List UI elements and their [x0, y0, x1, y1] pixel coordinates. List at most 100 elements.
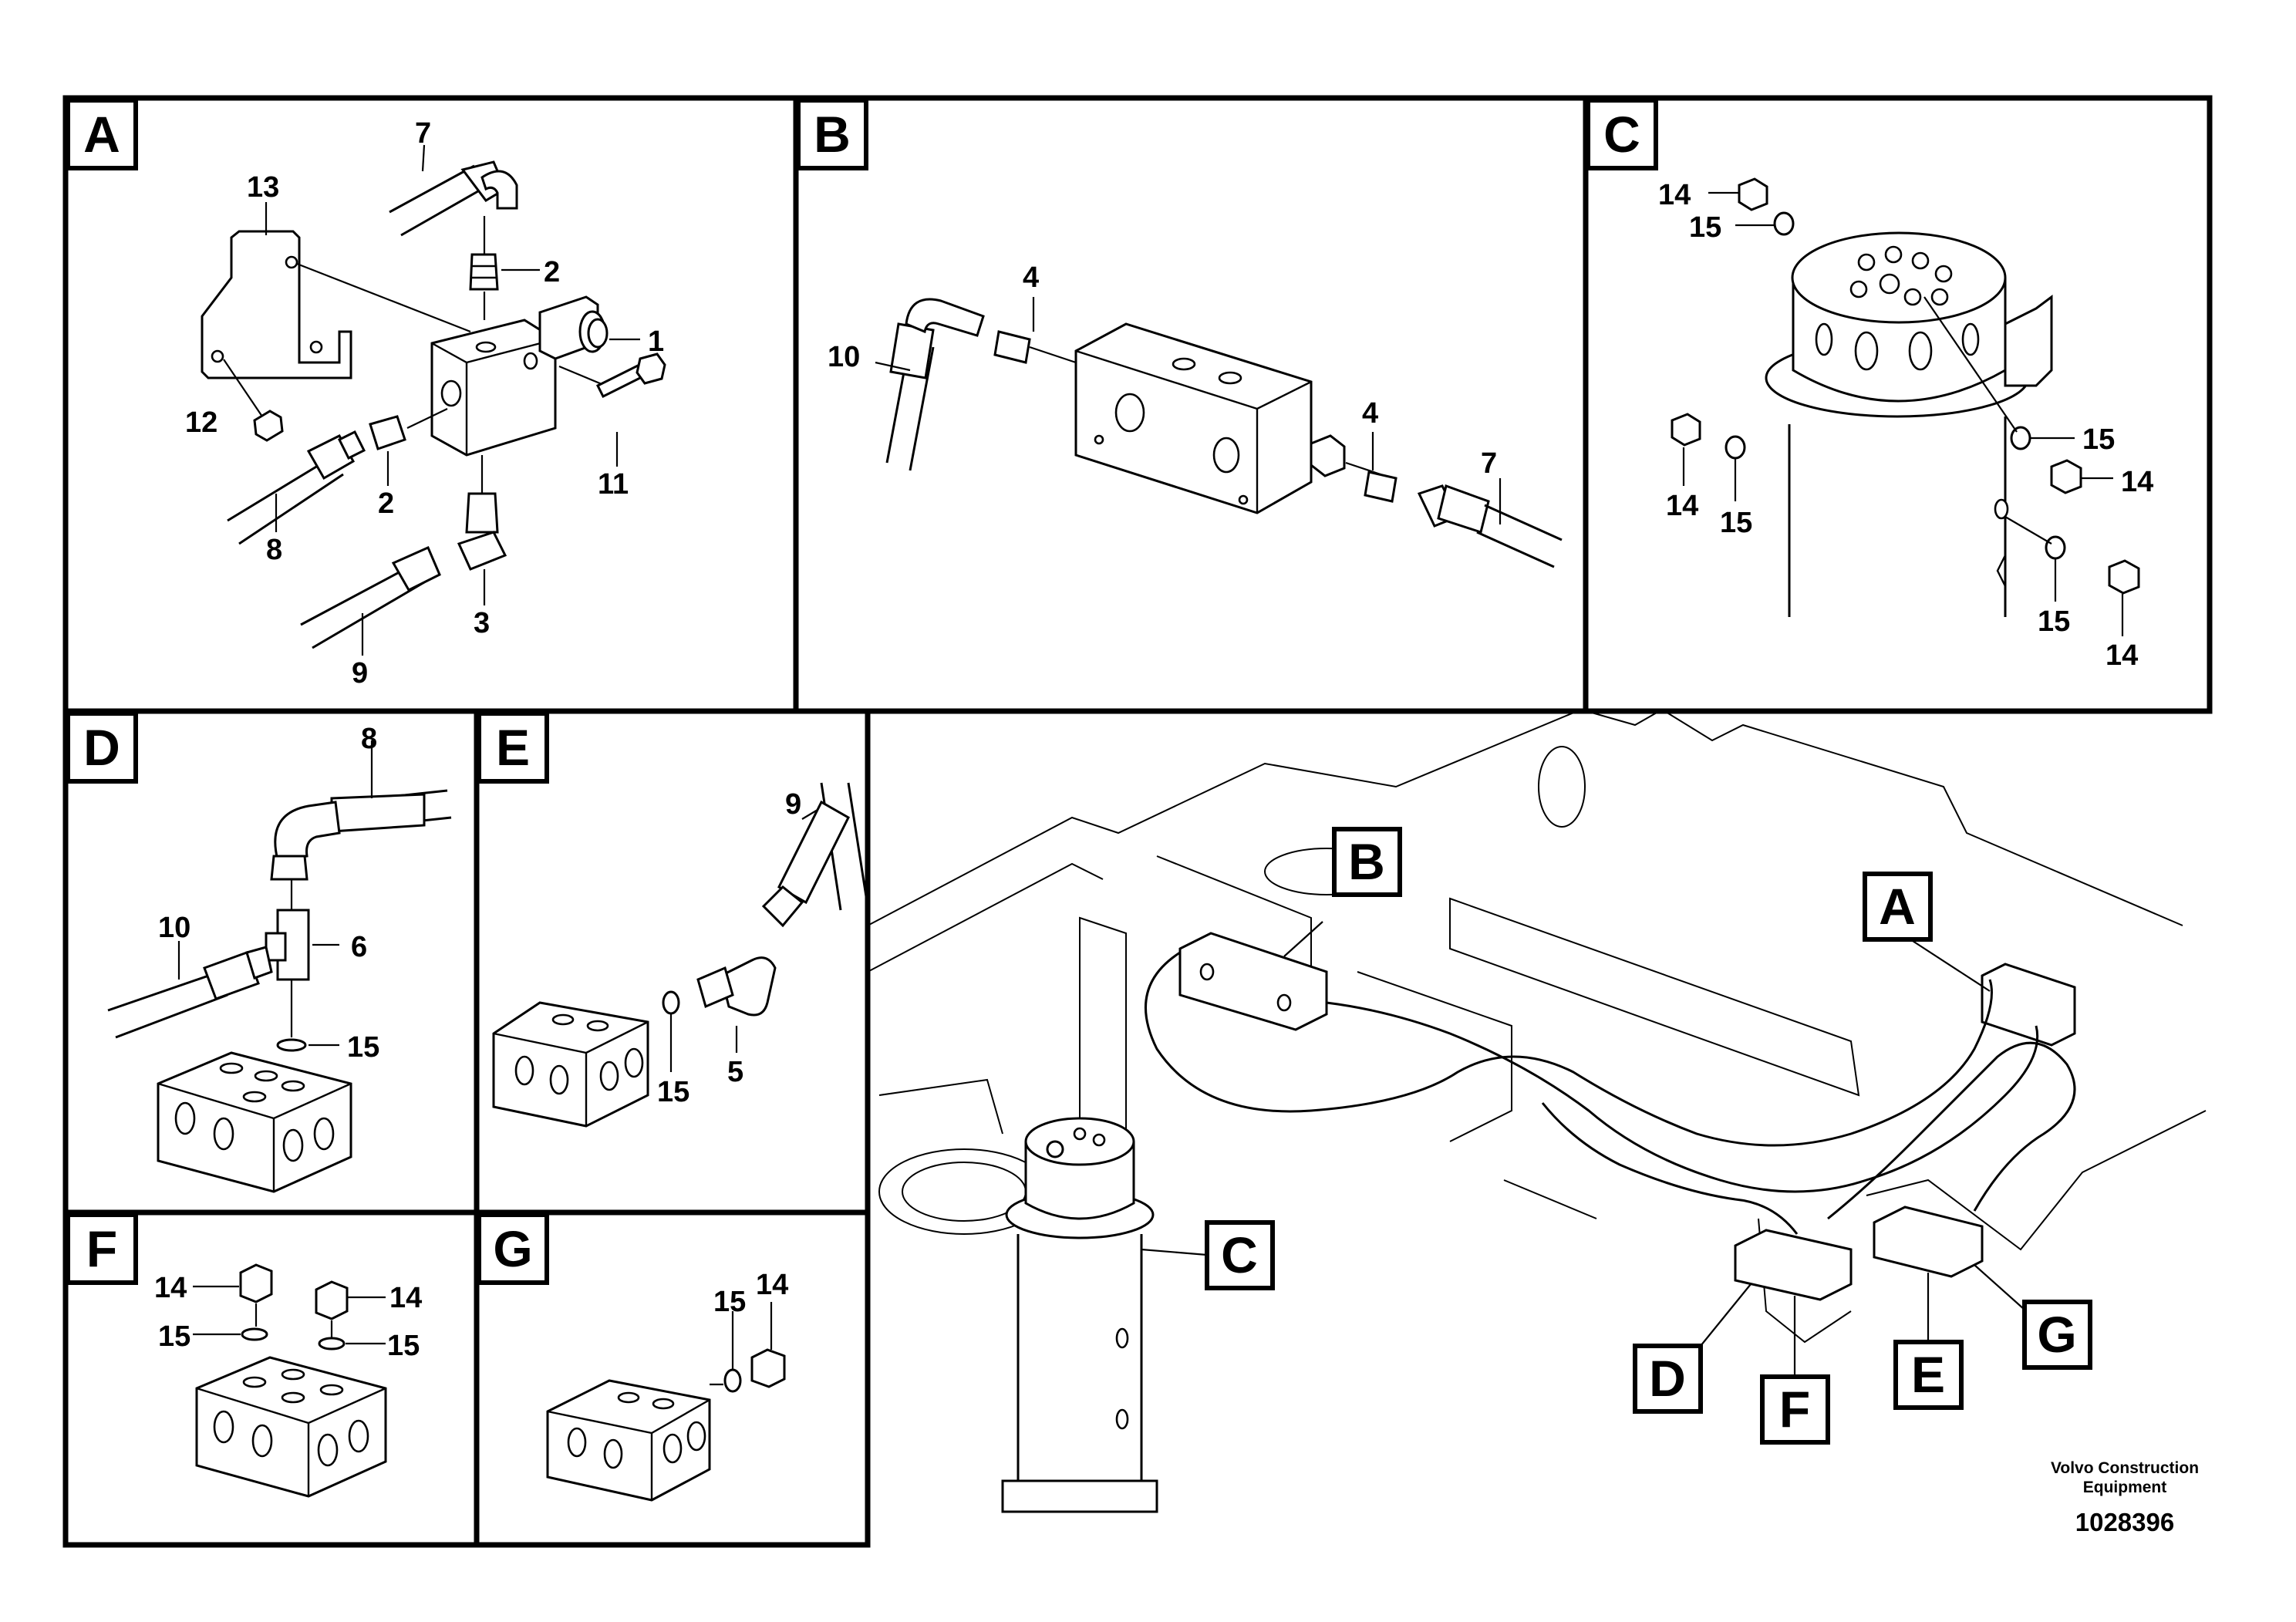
callout-14: 14	[389, 1282, 422, 1314]
port-hole	[1094, 434, 1104, 445]
panel-g-frame	[474, 1209, 871, 1548]
panel-a: A	[66, 98, 666, 690]
shaft-detail	[1996, 555, 2007, 587]
callout-7: 7	[1481, 447, 1497, 480]
callout-15: 15	[387, 1330, 420, 1362]
leader-line	[421, 144, 426, 172]
callout-14: 14	[2121, 466, 2153, 498]
swivel-lug	[2004, 295, 2053, 387]
locator-b-badge	[1332, 827, 1402, 897]
distribution-block	[546, 1379, 711, 1502]
callout-8: 8	[266, 534, 282, 566]
o-ring	[2045, 535, 2066, 560]
port-hole	[1934, 265, 1953, 283]
valve-b	[1178, 932, 1328, 1031]
port-hole	[1994, 498, 2009, 520]
hose-run-3	[1541, 1102, 1799, 1235]
o-ring	[662, 990, 680, 1015]
panel-c: C 14 15 14	[1586, 98, 2153, 672]
port-hole	[686, 1421, 706, 1452]
adapter-fitting	[993, 330, 1031, 364]
block-edges	[493, 1020, 649, 1126]
port-hole	[213, 1117, 234, 1151]
hose-run-2	[1326, 1001, 2039, 1193]
hose-nut	[270, 855, 308, 881]
leader-line	[296, 262, 471, 333]
locator-e-badge	[1893, 1340, 1964, 1410]
port-hole	[652, 1398, 675, 1410]
panel-f: F 14 14 15 15	[66, 1212, 422, 1498]
port-hole	[663, 1433, 683, 1464]
port-hole	[551, 1013, 575, 1026]
frame-slot	[1538, 746, 1586, 828]
panel-c-badge	[1586, 98, 1658, 170]
hose-run-1	[1145, 951, 1993, 1147]
o-ring	[723, 1368, 742, 1393]
port-hole	[1849, 280, 1868, 298]
callout-15: 15	[713, 1286, 746, 1318]
leader-line	[1141, 1248, 1208, 1256]
callout-15: 15	[1689, 211, 1721, 244]
port-hole	[1218, 371, 1242, 385]
elbow-fitting	[274, 801, 341, 862]
port-hole	[586, 1020, 609, 1032]
callout-13: 13	[247, 171, 279, 204]
port-hole	[624, 1047, 644, 1078]
locator-a-label: A	[1879, 878, 1916, 935]
plug	[239, 1263, 273, 1303]
callout-15: 15	[158, 1320, 190, 1353]
callout-8: 8	[361, 723, 377, 755]
panel-b-badge	[796, 98, 868, 170]
panel-g: G 15 14	[477, 1212, 788, 1502]
valve-block-edges	[431, 338, 556, 455]
elbow-fitting	[465, 492, 499, 534]
leader-line	[290, 980, 339, 1047]
port-hole	[254, 1070, 278, 1082]
block-edges	[196, 1387, 386, 1496]
panel-f-badge	[66, 1212, 138, 1285]
locator-g-badge	[2022, 1300, 2092, 1370]
port-hole	[523, 352, 538, 370]
leader-line	[406, 408, 448, 429]
callout-12: 12	[185, 406, 217, 439]
callout-15: 15	[347, 1031, 379, 1064]
port-hole	[219, 1062, 244, 1074]
locator-c-badge	[1205, 1220, 1275, 1290]
machine-overview: B A C D F E G	[867, 708, 2207, 1513]
port-hole	[1815, 322, 1833, 356]
panel-e-frame	[474, 708, 871, 1216]
port-hole	[242, 1376, 267, 1388]
o-ring	[1773, 211, 1795, 236]
brand-line-1: Volvo Construction	[2051, 1459, 2199, 1477]
port-hole	[281, 1368, 305, 1381]
panel-f-label: F	[86, 1220, 117, 1277]
hose-ferrule	[203, 951, 260, 1000]
port-hole	[514, 1055, 534, 1086]
port-hole	[1073, 1127, 1087, 1141]
callout-9: 9	[352, 657, 368, 690]
locator-g-label: G	[2037, 1306, 2076, 1363]
swivel-port-fitting	[1046, 1140, 1064, 1158]
panel-c-frame	[1583, 95, 2213, 714]
leader-line	[2004, 516, 2052, 545]
leader-line	[1708, 191, 1774, 227]
port-hole	[1115, 1408, 1129, 1430]
locator-d-label: D	[1649, 1350, 1686, 1407]
callout-11: 11	[598, 468, 629, 501]
leader-line	[1700, 1283, 1752, 1347]
panel-e-label: E	[496, 719, 530, 776]
callout-10: 10	[828, 341, 860, 373]
callout-14: 14	[154, 1272, 187, 1304]
locator-f-badge	[1760, 1374, 1830, 1445]
adapter-fitting	[469, 253, 499, 291]
port-hole	[1092, 1133, 1106, 1147]
leader-line	[801, 809, 818, 820]
elbow-fitting	[905, 298, 985, 337]
panel-g-badge	[477, 1212, 549, 1285]
leader-line	[2030, 437, 2113, 480]
leader-line	[1912, 940, 1991, 992]
port-hole	[1857, 253, 1876, 271]
swivel-joint-base	[1001, 1479, 1158, 1513]
port-hole	[282, 1128, 304, 1162]
